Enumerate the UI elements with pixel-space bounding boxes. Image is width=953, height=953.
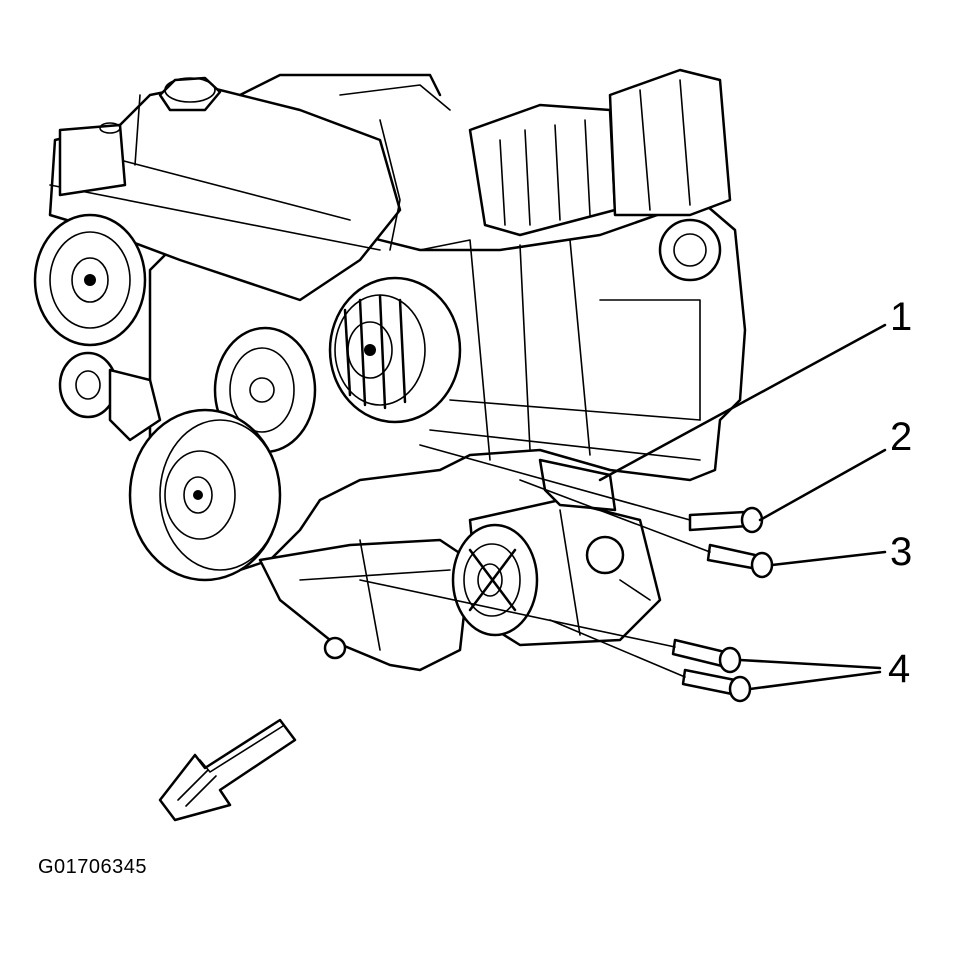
bolt-2 <box>688 506 764 534</box>
generator <box>328 276 462 424</box>
figure-id: G01706345 <box>38 856 148 878</box>
callout-2: 2 <box>890 415 912 459</box>
callout-4: 4 <box>888 647 910 691</box>
ac-compressor <box>451 498 662 647</box>
leader-line-4a <box>738 658 882 670</box>
leader-lines <box>598 323 887 691</box>
leader-line-2 <box>758 448 887 522</box>
bolt-4-upper <box>671 638 742 674</box>
upper-left-pulley <box>33 213 147 347</box>
callout-3: 3 <box>890 530 912 574</box>
front-direction-arrow-icon <box>158 718 297 822</box>
callout-1: 1 <box>890 295 912 339</box>
bolt-3 <box>706 543 774 579</box>
crankshaft-balancer <box>128 408 282 582</box>
callout-labels: 1 2 3 4 <box>888 295 912 691</box>
tensioner-pulley <box>58 351 162 442</box>
compressor-bracket <box>538 458 617 512</box>
leader-line-3 <box>770 550 887 567</box>
leader-line-1 <box>598 323 887 482</box>
upper-manifold <box>48 73 451 302</box>
bolt-4-lower <box>681 668 752 703</box>
coil-pack <box>468 68 732 282</box>
leader-line-4b <box>748 670 882 691</box>
oil-pan <box>258 538 472 672</box>
alignment-lines <box>359 444 711 678</box>
